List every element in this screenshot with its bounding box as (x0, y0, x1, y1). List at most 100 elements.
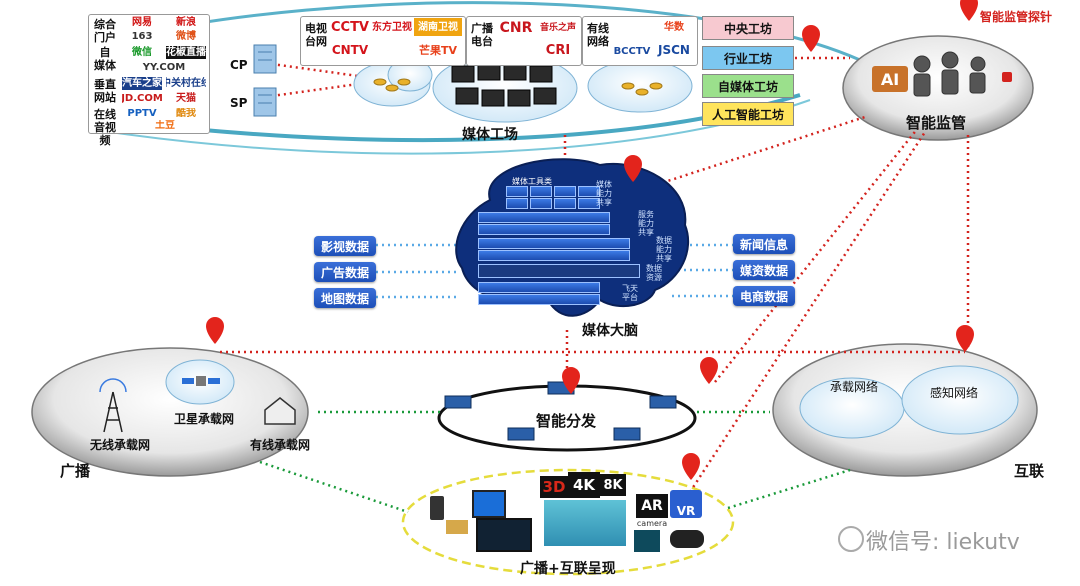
brain-side-label: 数据 能力 共享 (656, 236, 672, 263)
input-film-data: 影视数据 (314, 236, 376, 256)
cloud-sensing (901, 365, 1019, 435)
watermark: 微信号: liekutv (866, 530, 1020, 555)
media-factory-label: 媒体工场 (462, 127, 518, 143)
sensing-network-label: 感知网络 (930, 386, 979, 400)
input-ecommerce-data: 电商数据 (733, 286, 795, 306)
wireless-network-label: 无线承载网 (90, 438, 151, 452)
portal-logo: PPTV (127, 108, 157, 119)
brain-side-label: 媒体 能力 共享 (596, 180, 612, 207)
radio-logo: 音乐之声 (539, 22, 576, 33)
badge-ar: AR (636, 494, 668, 518)
android-icon (1002, 72, 1012, 82)
broadcast-label: 广播 (60, 462, 91, 480)
cable-logo: BCCTV (613, 45, 651, 57)
tv-label: 电视台网 (305, 22, 327, 48)
cable-panel (582, 16, 698, 66)
cable-house-icon (264, 397, 296, 425)
badge-vr: VR (670, 490, 702, 518)
presentation-title: 广播+互联呈现 (520, 561, 616, 577)
radio-logo: CNR (499, 19, 533, 36)
brain-side-label: 数据 资源 (646, 264, 662, 282)
portal-logo: YY.COM (142, 61, 186, 73)
portal-logo: 汽车之家 (122, 77, 162, 90)
badge-8k: 8K (600, 474, 626, 496)
sp-label: SP (230, 96, 248, 110)
camera-label: camera (636, 518, 668, 528)
brain-module (478, 294, 600, 305)
brain-module (478, 264, 640, 278)
brain-module (578, 198, 600, 209)
blue-connectors (376, 243, 733, 299)
tv-logo: 芒果TV (418, 43, 458, 57)
cable-label: 有线网络 (587, 22, 609, 48)
input-news-info: 新闻信息 (733, 234, 795, 254)
people-network-image (544, 500, 626, 546)
brain-module (478, 282, 600, 293)
tv-logo: CCTV (330, 19, 369, 35)
portal-row-label: 垂直网站 (94, 78, 116, 104)
portal-row-label: 在线音视频 (94, 108, 116, 147)
tv-logo: 东方卫视 (372, 21, 412, 33)
supervision-ellipse (842, 35, 1034, 141)
cloud-left (353, 58, 433, 107)
workshop-ai: 人工智能工坊 (702, 102, 794, 126)
portal-logo: 花椒直播 (166, 46, 206, 59)
brain-module (554, 198, 576, 209)
portal-logo: 网易 (132, 17, 152, 28)
phone-icon (430, 496, 444, 520)
monitor-icon (472, 490, 506, 518)
radio-logo: CRI (545, 42, 571, 58)
brain-module (506, 186, 528, 197)
portal-logo: 新浪 (176, 17, 196, 28)
brain-module (478, 250, 630, 261)
portal-row-label: 自媒体 (94, 46, 116, 72)
brain-module (578, 186, 600, 197)
sp-server-icon (253, 87, 277, 117)
vr-headset-icon (670, 530, 704, 548)
brain-module (506, 198, 528, 209)
wechat-icon (838, 526, 864, 552)
badge-3d: 3D (540, 476, 568, 498)
robot-group-icon (913, 51, 986, 97)
brain-top-label: 媒体工具类 (512, 177, 552, 186)
portals-panel (88, 14, 210, 134)
portal-logo: 土豆 (155, 120, 175, 131)
workshop-industry: 行业工坊 (702, 46, 794, 70)
cp-label: CP (230, 58, 248, 72)
input-media-assets: 媒资数据 (733, 260, 795, 280)
tv-logo: 湖南卫视 (414, 18, 462, 36)
carrier-network-label: 承载网络 (830, 380, 879, 394)
green-connectors (259, 410, 851, 514)
brain-module (478, 212, 610, 223)
brain-module (478, 238, 630, 249)
radio-label: 广播电台 (471, 22, 493, 48)
brain-side-label: 飞天 平台 (622, 284, 638, 302)
cp-server-icon (253, 44, 277, 74)
input-map-data: 地图数据 (314, 288, 376, 308)
workshop-central: 中央工坊 (702, 16, 794, 40)
brain-module (530, 186, 552, 197)
brain-module (530, 198, 552, 209)
broadcast-ellipse (31, 347, 309, 477)
portal-row-label: 综合门户 (94, 18, 116, 44)
database-icon (373, 78, 663, 96)
card-icon (446, 520, 468, 534)
hologram-icon (634, 530, 660, 552)
portal-logo: 微博 (176, 30, 196, 42)
ai-badge: AI (872, 66, 908, 92)
portal-logo: 微信 (132, 47, 152, 58)
distribution-title: 智能分发 (536, 412, 597, 430)
tv-screen-icon (476, 518, 532, 552)
input-ad-data: 广告数据 (314, 262, 376, 282)
probe-label: 智能监管探针 (980, 10, 1053, 24)
portal-logo: 163 (131, 30, 153, 42)
brain-module (478, 224, 610, 235)
cable-logo: 华数 (664, 21, 684, 33)
satellite-icon (182, 376, 220, 386)
radio-panel (466, 16, 582, 66)
portal-logo: 天猫 (176, 92, 196, 104)
pin-icons (206, 0, 978, 480)
badge-4k: 4K (568, 472, 600, 498)
server-cluster-icon (451, 63, 557, 107)
tv-logo: CNTV (331, 42, 369, 57)
